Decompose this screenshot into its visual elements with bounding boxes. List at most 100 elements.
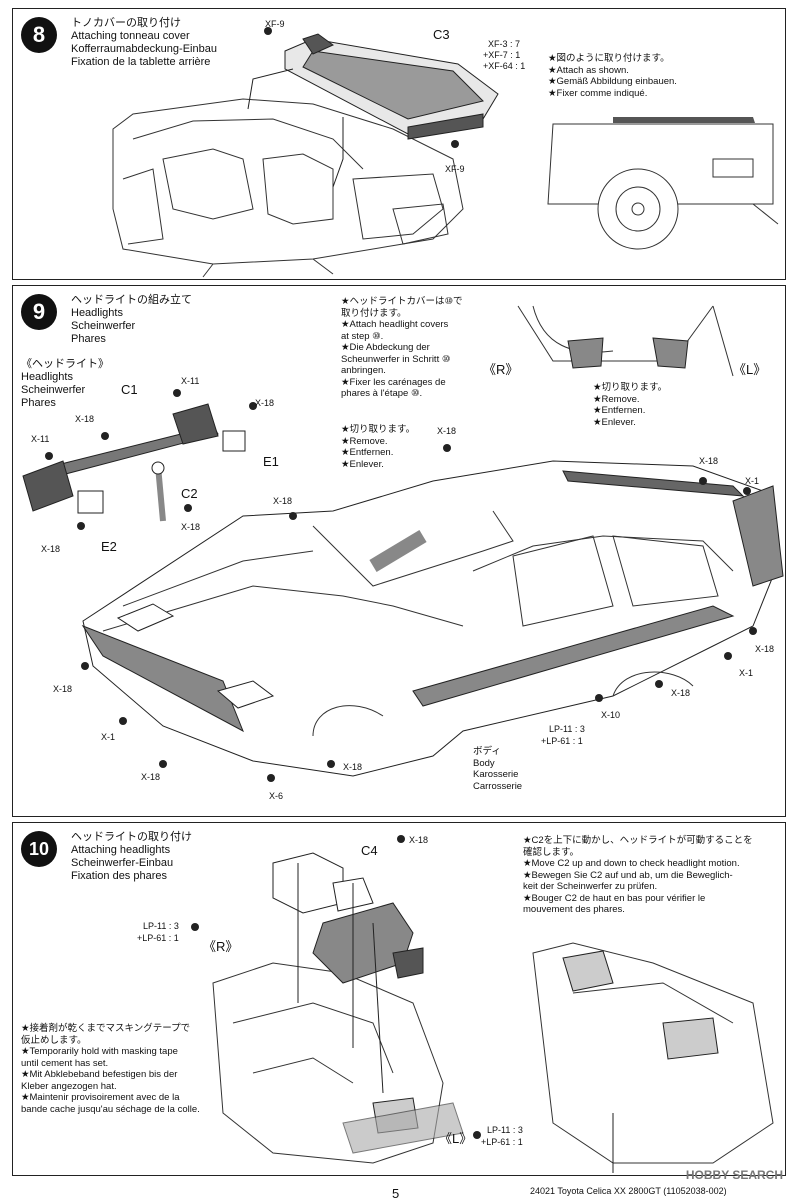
note-line: at step ⑩. <box>341 330 384 342</box>
title-en: Headlights <box>71 307 123 319</box>
screw-x11-label: X-11 <box>181 376 200 386</box>
note-line: 仮止めします。 <box>21 1034 87 1046</box>
note-line: ★Bewegen Sie C2 auf und ab, um die Beweg… <box>523 869 733 881</box>
step-9-panel: 9 ヘッドライトの組み立て Headlights Scheinwerfer Ph… <box>12 285 786 817</box>
screw-x18-label: X-18 <box>75 414 95 424</box>
right-side-label: 《R》 <box>483 362 519 377</box>
note-line: mouvement des phares. <box>523 904 625 915</box>
note-line: keit der Scheinwerfer zu prüfen. <box>523 881 658 892</box>
watermark: HOBBY SEARCH <box>685 1168 783 1182</box>
left-side-label: 《L》 <box>733 362 767 377</box>
screw-x18-label: X-18 <box>141 772 161 782</box>
step-titles: ヘッドライトの取り付け Attaching headlights Scheinw… <box>71 831 192 883</box>
screw-x18-label: X-18 <box>699 456 719 466</box>
screw-x18-label: X-18 <box>671 688 691 698</box>
screw-x18-label: X-18 <box>343 762 363 772</box>
note-line: Carrosserie <box>473 780 523 792</box>
headlight-attachment-drawing <box>191 835 774 1173</box>
tonneau-cover-drawing <box>112 27 779 278</box>
note-line: ★Enlever. <box>341 458 384 470</box>
note-line: ★切り取ります。 <box>341 424 416 435</box>
note-line: ★Entfernen. <box>341 447 394 458</box>
title-fr: Phares <box>71 333 106 345</box>
paint-mix-3: +XF-64 : 1 <box>483 61 526 71</box>
note-line: ★Attach headlight covers <box>341 319 449 330</box>
title-de: Scheinwerfer-Einbau <box>71 857 174 869</box>
screw-x1-label: X-1 <box>739 668 754 678</box>
title-en: Attaching tonneau cover <box>71 30 190 42</box>
note-line: ★接着剤が乾くまでマスキングテープで <box>21 1023 191 1034</box>
sub-assembly-titles: 《ヘッドライト》 Headlights Scheinwerfer Phares <box>21 358 109 410</box>
screw-x11-label: X-11 <box>31 434 50 444</box>
step-titles: トノカバーの取り付け Attaching tonneau cover Koffe… <box>71 17 217 69</box>
note-line: ★Gemäß Abbildung einbauen. <box>548 76 677 87</box>
left-side-label: 《L》 <box>439 1131 473 1146</box>
screw-x1-label: X-1 <box>745 476 760 486</box>
title-jp: トノカバーの取り付け <box>71 17 181 29</box>
part-c2-label: C2 <box>181 486 198 501</box>
note-line: ★Maintenir provisoirement avec de la <box>21 1092 180 1103</box>
part-e2-label: E2 <box>101 539 117 554</box>
doc-reference: 24021 Toyota Celica XX 2800GT (11052038-… <box>530 1186 727 1196</box>
page-number: 5 <box>392 1186 400 1201</box>
title-en: Attaching headlights <box>71 844 171 856</box>
right-side-label: 《R》 <box>203 939 239 954</box>
note-line: anbringen. <box>341 365 386 376</box>
screw-x18-label: X-18 <box>755 644 775 654</box>
step-number-badge: 10 <box>21 831 57 867</box>
screw-x10-label: X-10 <box>601 710 621 720</box>
note-line: ★Remove. <box>593 393 640 405</box>
paint-mix-1: XF-3 : 7 <box>488 39 521 49</box>
xf9-label-bottom: XF-9 <box>445 164 465 174</box>
note-line: ★Remove. <box>341 435 388 447</box>
note-line: phares à l'étape ⑩. <box>341 388 423 399</box>
note-line: until cement has set. <box>21 1057 109 1069</box>
note-line: ★C2を上下に動かし、ヘッドライトが可動することを <box>523 835 753 846</box>
title-fr: Fixation de la tablette arrière <box>71 56 211 68</box>
note-line: ★Move C2 up and down to check headlight … <box>523 858 740 869</box>
sub-title-en: Headlights <box>21 371 73 383</box>
note-line: Body <box>473 757 495 769</box>
paint-lp61-label-r: +LP-61 : 1 <box>137 933 179 943</box>
step-10-panel: 10 ヘッドライトの取り付け Attaching headlights Sche… <box>12 822 786 1176</box>
note-line: ★ヘッドライトカバーは⑩で <box>341 296 463 307</box>
remove-note: ★切り取ります。 ★Remove. ★Entfernen. ★Enlever. <box>341 424 415 470</box>
screw-x18-label: X-18 <box>255 398 275 408</box>
part-e1-label: E1 <box>263 454 279 469</box>
paint-mix-2: +XF-7 : 1 <box>483 50 521 60</box>
paint-lp61-label-l: +LP-61 : 1 <box>481 1137 523 1147</box>
screw-x18-label: X-18 <box>181 522 201 532</box>
step-8-panel: 8 トノカバーの取り付け Attaching tonneau cover Kof… <box>12 8 786 280</box>
note-line: ★図のように取り付けます。 <box>548 53 670 64</box>
paint-lp11-label-l: LP-11 : 3 <box>487 1125 523 1135</box>
note-line: ★Mit Abklebeband befestigen bis der <box>21 1069 178 1080</box>
xf9-label-top: XF-9 <box>265 19 285 29</box>
headlight-assembly-drawing <box>22 305 784 782</box>
screw-x18-label: X-18 <box>53 684 73 694</box>
motion-note: ★C2を上下に動かし、ヘッドライトが可動することを 確認します。 ★Move C… <box>523 835 753 916</box>
step-number-badge: 9 <box>21 294 57 330</box>
note-line: ★切り取ります。 <box>593 382 668 393</box>
remove-note-top: ★切り取ります。 ★Remove. ★Entfernen. ★Enlever. <box>593 382 667 428</box>
note-line: ★Fixer les carénages de <box>341 376 446 388</box>
title-fr: Fixation des phares <box>71 870 167 882</box>
screw-x18-label: X-18 <box>41 544 61 554</box>
note-line: ★Temporarily hold with masking tape <box>21 1046 178 1057</box>
note-line: ★Fixer comme indiqué. <box>548 87 648 99</box>
step-number-badge: 8 <box>21 17 57 53</box>
body-label: ボディ Body Karosserie Carrosserie <box>473 746 522 792</box>
tape-note: ★接着剤が乾くまでマスキングテープで 仮止めします。 ★Temporarily … <box>21 1023 200 1115</box>
note-line: ★Enlever. <box>593 416 636 428</box>
sub-title-fr: Phares <box>21 397 56 409</box>
note-line: 取り付けます。 <box>341 307 407 319</box>
screw-x18-label: X-18 <box>437 426 457 436</box>
note-line: ★Die Abdeckung der <box>341 342 430 353</box>
screw-x6-label: X-6 <box>269 791 284 801</box>
part-c1-label: C1 <box>121 382 138 397</box>
attach-note: ★図のように取り付けます。 ★Attach as shown. ★Gemäß A… <box>548 53 677 99</box>
sub-title-de: Scheinwerfer <box>21 384 86 396</box>
part-c4-label: C4 <box>361 843 378 858</box>
note-line: 確認します。 <box>523 846 580 858</box>
note-line: Scheunwerfer in Schritt ⑩ <box>341 353 451 365</box>
title-de: Kofferraumabdeckung-Einbau <box>71 43 217 55</box>
